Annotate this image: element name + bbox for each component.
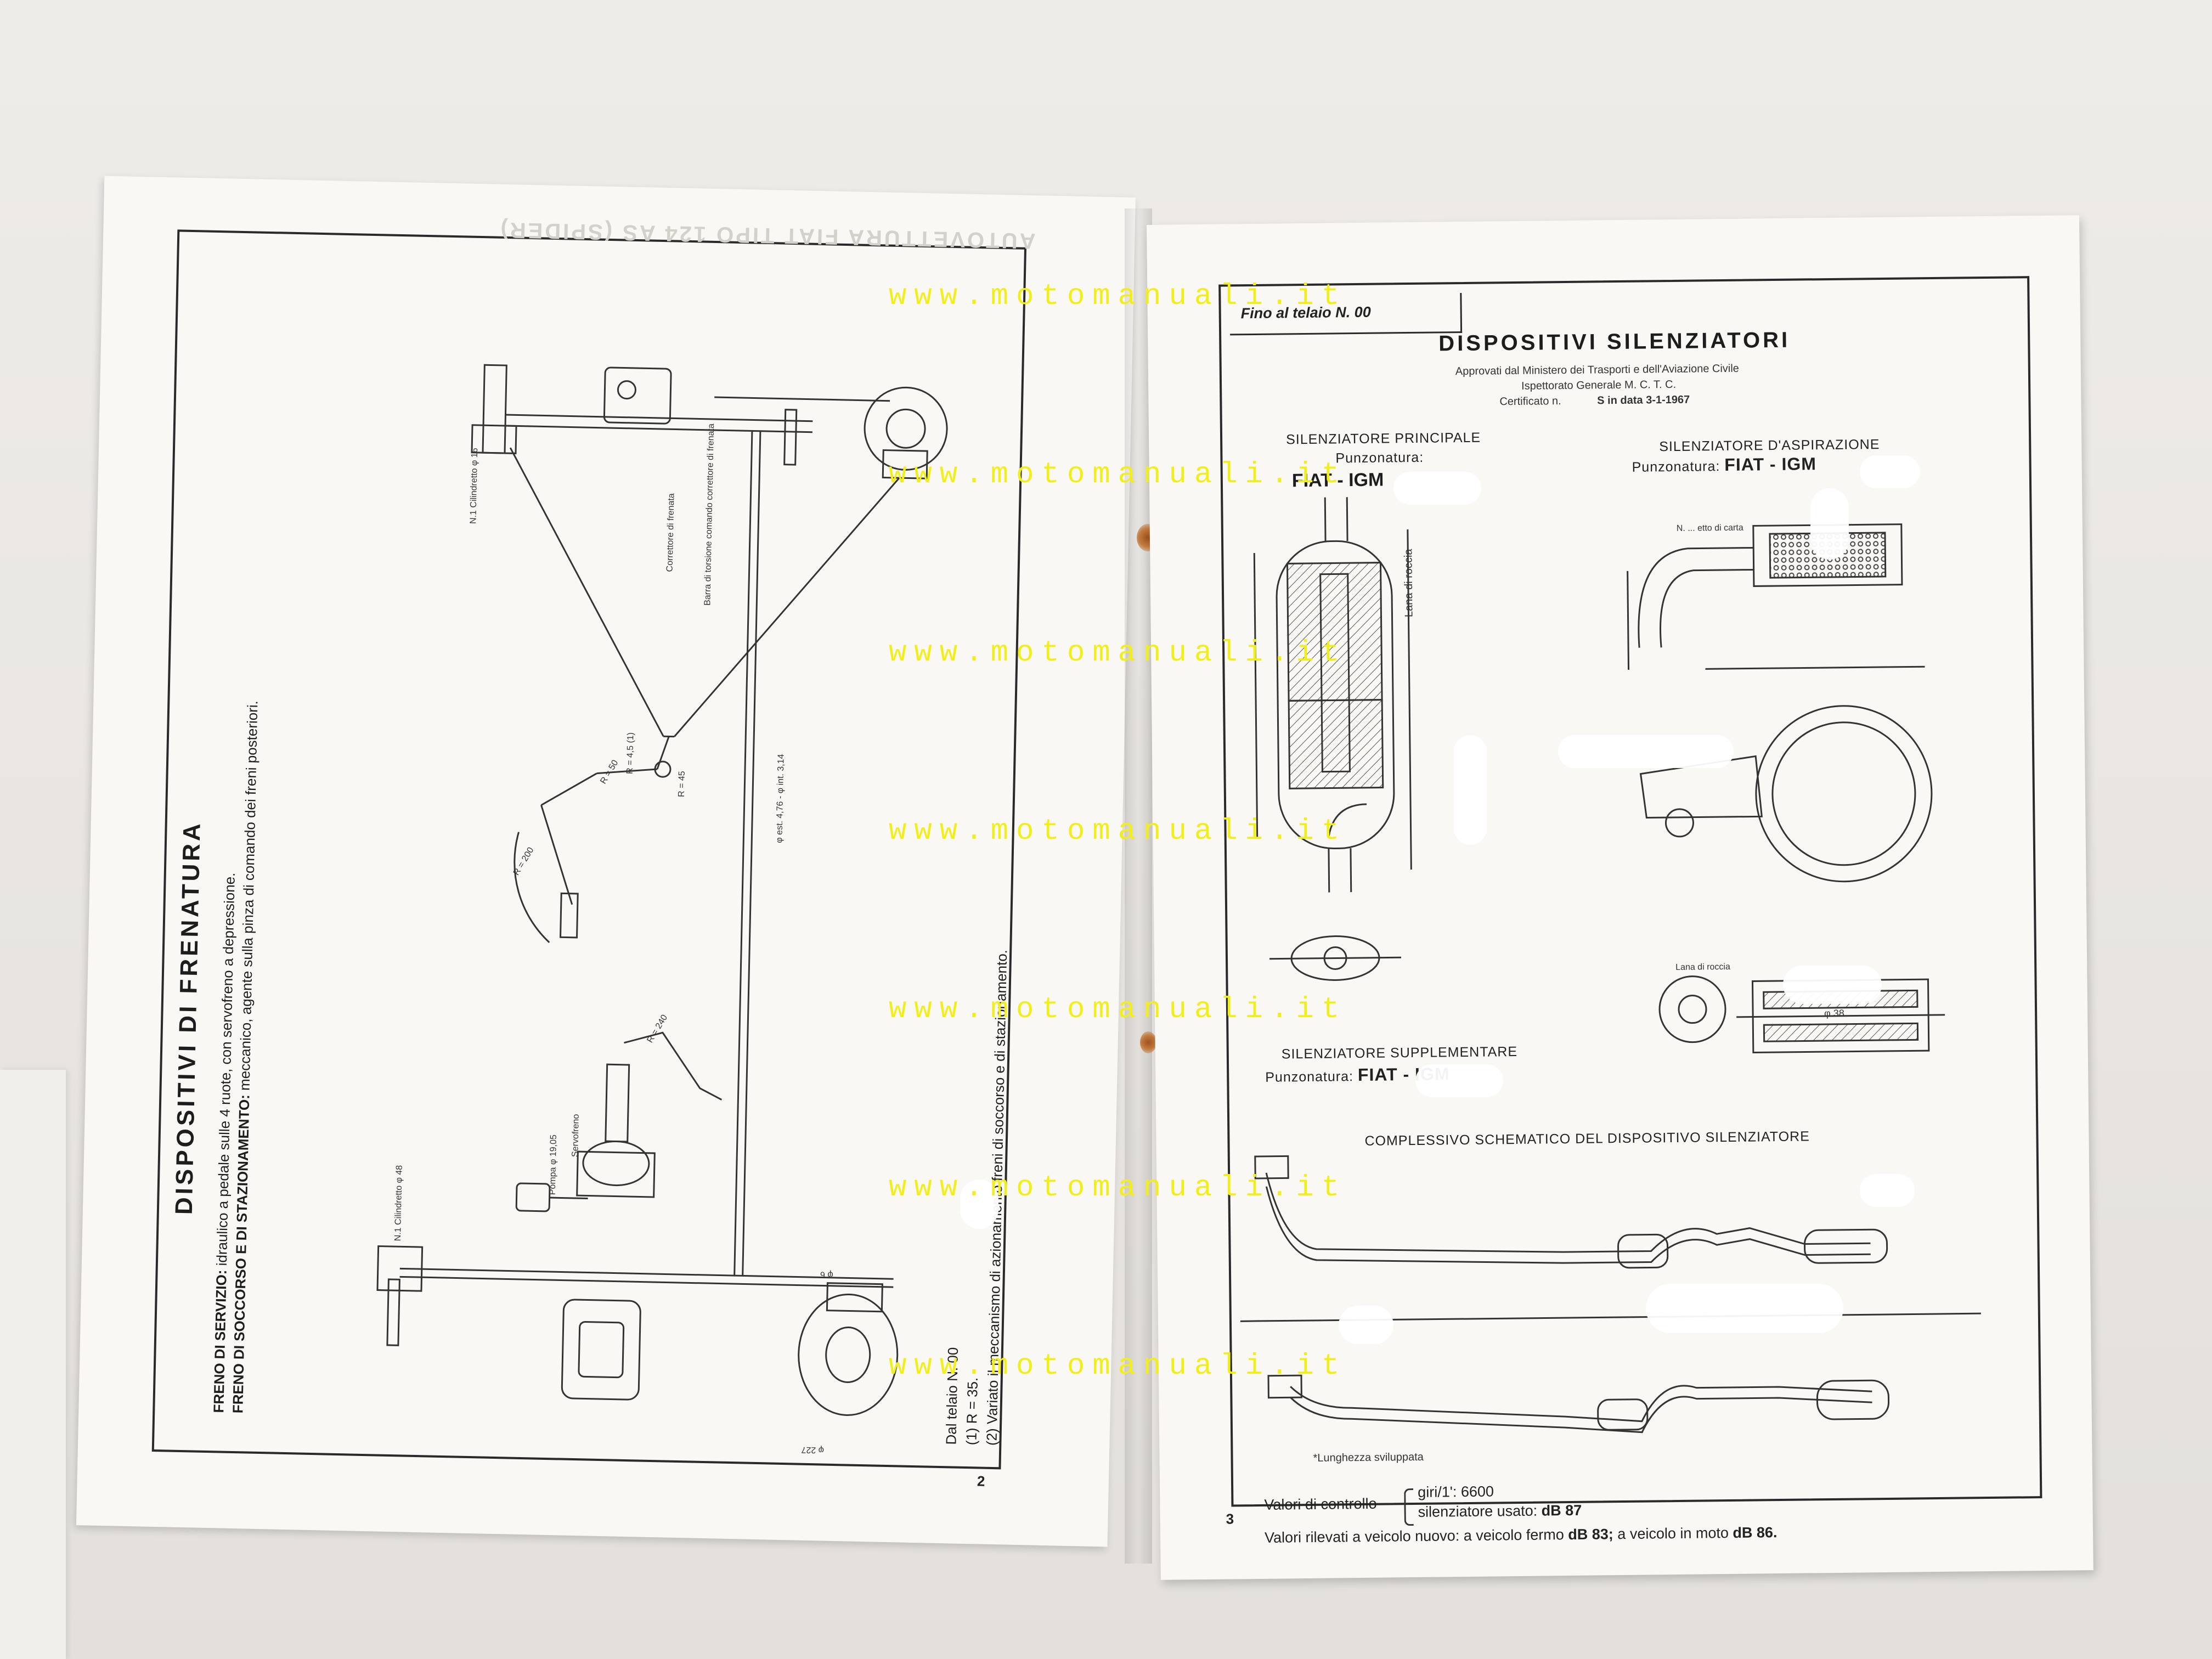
watermark: www.motomanuali.it xyxy=(889,1171,1347,1205)
left-page: AUTOVETTURA FIAT TIPO 124 AS (SPIDER) xyxy=(76,176,1136,1547)
watermark: www.motomanuali.it xyxy=(889,280,1347,313)
label-cilindretto-16: N.1 Cilindretto φ 16 xyxy=(469,448,479,524)
giri-value: giri/1': 6600 xyxy=(1418,1483,1494,1500)
book-spine xyxy=(1125,208,1152,1564)
dim-38: φ 38 xyxy=(1824,1007,1844,1019)
label-tube-diam: φ est. 4,76 - φ int. 3,14 xyxy=(775,754,786,843)
supp-silencer-title: SILENZIATORE SUPPLEMENTARE xyxy=(1281,1044,1518,1062)
label-barra-torsione: Barra di torsione comando correttore di … xyxy=(703,424,716,606)
label-pompa: Pompa φ 19,05 xyxy=(548,1135,558,1195)
label-correttore: Correttore di frenata xyxy=(665,493,676,572)
in-moto-label: a veicolo in moto xyxy=(1613,1524,1733,1543)
freno-servizio-label: FRENO DI SERVIZIO: xyxy=(210,1269,230,1413)
watermark: www.motomanuali.it xyxy=(889,815,1347,848)
redaction-blob xyxy=(1810,488,1849,560)
redaction-blob xyxy=(1339,1306,1393,1344)
supp-punz-label: Punzonatura: xyxy=(1265,1069,1354,1085)
db-fermo: dB 83; xyxy=(1568,1526,1613,1543)
label-r45-1: R = 4,5 (1) xyxy=(625,732,636,774)
watermark: www.motomanuali.it xyxy=(889,1350,1347,1383)
underlying-sheet xyxy=(0,1070,66,1659)
label-r45: R = 45 xyxy=(677,771,687,797)
redaction-blob xyxy=(1783,966,1882,1004)
redaction-blob xyxy=(1646,1284,1843,1333)
brake-system-diagram: N.1 Cilindretto φ 16 Correttore di frena… xyxy=(376,364,948,1455)
label-cilindretto-48: N.1 Cilindretto φ 48 xyxy=(393,1165,404,1242)
silenz-usato-label: silenziatore usato: xyxy=(1418,1502,1542,1520)
label-servofreno: Servofreno xyxy=(571,1114,581,1157)
carta-label: N. ... etto di carta xyxy=(1676,523,1743,533)
rust-stain xyxy=(1140,1031,1156,1053)
redaction-blob xyxy=(1558,735,1734,768)
label-r240: R = 240 xyxy=(645,1013,669,1045)
redaction-blob xyxy=(1393,472,1481,505)
brace xyxy=(1404,1488,1414,1526)
redaction-blob xyxy=(960,1180,998,1229)
lunghezza-note: *Lunghezza sviluppata xyxy=(1313,1451,1424,1464)
silenz-usato-line: silenziatore usato: dB 87 xyxy=(1418,1502,1582,1521)
lana-label-supp: Lana di roccia xyxy=(1675,962,1730,972)
right-page-number: 3 xyxy=(1226,1510,1234,1527)
redaction-blob xyxy=(1454,735,1487,845)
watermark: www.motomanuali.it xyxy=(889,458,1347,492)
redaction-blob xyxy=(1415,1064,1503,1097)
redaction-blob xyxy=(1860,1174,1915,1207)
watermark: www.motomanuali.it xyxy=(889,993,1347,1026)
redaction-blob xyxy=(1860,455,1920,488)
label-disc-6: φ 6 xyxy=(820,1269,833,1279)
lana-label-main: Lana di roccia xyxy=(1402,549,1415,618)
silenz-usato-db: dB 87 xyxy=(1541,1502,1582,1519)
valori-rilevati-label: Valori rilevati a veicolo nuovo: a veico… xyxy=(1264,1526,1568,1546)
db-moto: dB 86. xyxy=(1733,1524,1778,1541)
label-disc-227: φ 227 xyxy=(801,1445,824,1455)
watermark: www.motomanuali.it xyxy=(889,636,1347,670)
valori-controllo: Valori di controllo xyxy=(1264,1495,1377,1513)
left-page-number: 2 xyxy=(977,1472,985,1489)
